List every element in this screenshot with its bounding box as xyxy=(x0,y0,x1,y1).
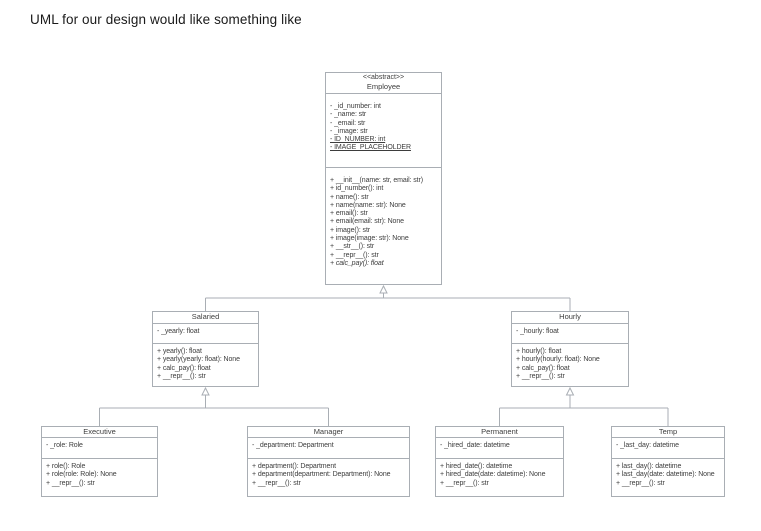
class-member: + hourly(hourly: float): None xyxy=(516,356,600,364)
class-member: - _hourly: float xyxy=(516,328,559,335)
class-member: + email(): str xyxy=(330,210,368,218)
class-member: - _hired_date: datetime xyxy=(440,442,510,449)
class-member: - _last_day: datetime xyxy=(616,442,679,449)
class-member: - IMAGE_PLACEHOLDER xyxy=(330,144,411,152)
class-name: Employee xyxy=(366,81,401,91)
class-member: + __repr__(): str xyxy=(46,479,95,487)
class-member: - _yearly: float xyxy=(157,328,200,335)
class-member: + __repr__(): str xyxy=(157,372,206,380)
class-member: + last_day(): datetime xyxy=(616,463,682,470)
class-header: Temp xyxy=(612,427,724,438)
class-member: - _role: Role xyxy=(46,442,83,449)
class-box-employee[interactable]: <<abstract>> Employee - _id_number: int-… xyxy=(325,72,442,285)
class-header: Salaried xyxy=(153,312,258,324)
class-member: - _email: str xyxy=(330,119,366,127)
class-member: + email(email: str): None xyxy=(330,218,404,226)
class-attributes: - _role: Role xyxy=(42,438,157,459)
class-methods: + last_day(): datetime+ last_day(date: d… xyxy=(612,459,724,496)
class-box-temp[interactable]: Temp - _last_day: datetime + last_day():… xyxy=(611,426,725,497)
class-member: + __repr__(): str xyxy=(516,372,565,380)
class-methods: + yearly(): float+ yearly(yearly: float)… xyxy=(153,344,258,386)
class-methods: + department(): Department+ department(d… xyxy=(248,459,409,496)
class-member: + department(): Department xyxy=(252,463,336,470)
class-member: - _image: str xyxy=(330,127,368,135)
class-member: + name(): str xyxy=(330,193,369,201)
class-attributes: - _last_day: datetime xyxy=(612,438,724,459)
class-box-hourly[interactable]: Hourly - _hourly: float + hourly(): floa… xyxy=(511,311,629,387)
class-member: + role(): Role xyxy=(46,463,86,470)
inheritance-arrow-icon xyxy=(201,386,210,396)
class-header: <<abstract>> Employee xyxy=(326,73,441,94)
inheritance-arrow-icon xyxy=(379,284,388,294)
class-box-permanent[interactable]: Permanent - _hired_date: datetime + hire… xyxy=(435,426,564,497)
class-header: Hourly xyxy=(512,312,628,324)
class-member: + last_day(date: datetime): None xyxy=(616,471,715,479)
class-stereotype: <<abstract>> xyxy=(362,74,405,82)
class-member: + department(department: Department): No… xyxy=(252,471,391,479)
class-member: + hourly(): float xyxy=(516,348,562,355)
class-member: + image(): str xyxy=(330,226,371,234)
class-name: Manager xyxy=(313,426,344,436)
class-member: + calc_pay(): float xyxy=(157,364,211,372)
class-box-manager[interactable]: Manager - _department: Department + depa… xyxy=(247,426,410,497)
class-box-executive[interactable]: Executive - _role: Role + role(): Role+ … xyxy=(41,426,158,497)
class-member: + __repr__(): str xyxy=(330,251,379,259)
class-name: Hourly xyxy=(559,312,581,322)
class-name: Permanent xyxy=(481,426,518,436)
class-member: + yearly(): float xyxy=(157,348,202,355)
class-name: Executive xyxy=(83,426,116,436)
class-member: + hired_date(): datetime xyxy=(440,463,513,470)
class-member: + __repr__(): str xyxy=(252,479,301,487)
class-member: - ID_NUMBER: int xyxy=(330,136,386,144)
class-name: Temp xyxy=(658,426,678,436)
inheritance-arrow-icon xyxy=(565,386,575,396)
class-member: + name(name: str): None xyxy=(330,201,406,209)
class-member: + calc_pay(): float xyxy=(330,259,384,267)
class-member: + image(image: str): None xyxy=(330,235,409,243)
class-attributes: - _hired_date: datetime xyxy=(436,438,563,459)
class-member: - _department: Department xyxy=(252,442,334,449)
class-member: - _name: str xyxy=(330,111,367,119)
class-header: Manager xyxy=(248,427,409,438)
class-attributes: - _id_number: int- _name: str- _email: s… xyxy=(326,94,441,168)
class-methods: + __init__(name: str, email: str)+ id_nu… xyxy=(326,168,441,284)
class-methods: + hired_date(): datetime+ hired_date(dat… xyxy=(436,459,563,496)
class-member: + calc_pay(): float xyxy=(516,364,570,372)
class-attributes: - _department: Department xyxy=(248,438,409,459)
class-member: + role(role: Role): None xyxy=(46,471,117,479)
class-header: Permanent xyxy=(436,427,563,438)
class-member: + __repr__(): str xyxy=(440,479,489,487)
class-methods: + role(): Role+ role(role: Role): None+ … xyxy=(42,459,157,496)
class-member: + __str__(): str xyxy=(330,243,375,251)
class-header: Executive xyxy=(42,427,157,438)
class-member: + __init__(name: str, email: str) xyxy=(330,177,423,184)
class-methods: + hourly(): float+ hourly(hourly: float)… xyxy=(512,344,628,386)
page-title: UML for our design would like something … xyxy=(30,12,302,27)
class-member: + hired_date(date: datetime): None xyxy=(440,471,546,479)
class-member: + __repr__(): str xyxy=(616,479,665,487)
class-attributes: - _yearly: float xyxy=(153,324,258,344)
class-member: - _id_number: int xyxy=(330,103,381,110)
class-member: + id_number(): int xyxy=(330,185,384,193)
class-member: + yearly(yearly: float): None xyxy=(157,356,240,364)
class-attributes: - _hourly: float xyxy=(512,324,628,344)
class-box-salaried[interactable]: Salaried - _yearly: float + yearly(): fl… xyxy=(152,311,259,387)
class-name: Salaried xyxy=(191,312,220,322)
